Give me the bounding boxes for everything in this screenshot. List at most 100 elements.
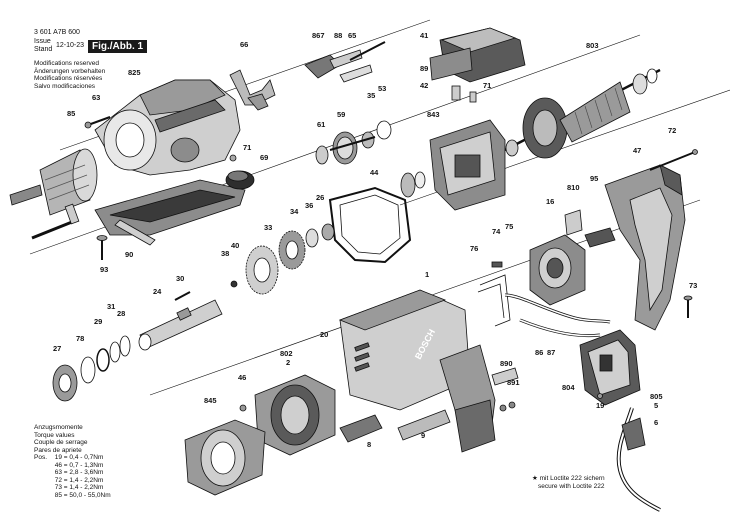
gear-frame [328, 186, 412, 264]
insulation-sheets [339, 409, 451, 443]
part-label-16: 16 [546, 197, 554, 206]
bearing-housing [400, 119, 506, 211]
part-label-20: 20 [320, 330, 328, 339]
part-label-36: 36 [305, 201, 313, 210]
part-label-63: 63 [92, 93, 100, 102]
part-label-89: 89 [420, 64, 428, 73]
torque-row: 85 = 50,0 - 55,0Nm [34, 492, 111, 500]
torque-value: 0,4 - 0,7Nm [69, 454, 104, 461]
part-label-9: 9 [421, 431, 425, 440]
part-label-26: 26 [316, 193, 324, 202]
fan-baffle [184, 419, 266, 496]
torque-equals: = [62, 476, 70, 484]
torque-position: 63 [54, 469, 62, 476]
part-label-88: 88 [334, 31, 342, 40]
part-label-804: 804 [562, 383, 575, 392]
part-label-5: 5 [654, 401, 658, 410]
part-label-87: 87 [547, 348, 555, 357]
torque-value: 1,4 - 2,2Nm [69, 476, 104, 484]
figure-label: Fig./Abb. 1 [88, 40, 148, 53]
chuck-key [31, 203, 80, 240]
torque-value: 50,0 - 55,0Nm [69, 491, 111, 499]
part-label-1: 1 [425, 270, 429, 279]
brush-cover [429, 27, 526, 103]
issue-date: 12-10-23 [56, 42, 85, 49]
part-label-90: 90 [125, 250, 133, 259]
part-label-44: 44 [370, 168, 379, 177]
part-label-28: 28 [117, 309, 125, 318]
part-label-803: 803 [586, 41, 599, 50]
torque-prefix: Pos. [34, 454, 48, 461]
torque-value: 2,8 - 3,6Nm [69, 469, 104, 476]
part-label-805: 805 [650, 392, 663, 401]
torque-title: Couple de serrage [34, 439, 88, 446]
side-handle-bracket [94, 179, 246, 246]
part-label-30: 30 [176, 274, 184, 283]
switch-slider-parts [304, 41, 386, 83]
main-gear-stack [230, 223, 335, 295]
torque-row: 46 = 0,7 - 1,3Nm [34, 462, 111, 470]
part-label-24: 24 [153, 287, 162, 296]
part-label-69: 69 [260, 153, 268, 162]
torque-value: 0,7 - 1,3Nm [69, 461, 104, 469]
issue-label: Issue [34, 38, 51, 45]
drill-chuck [9, 148, 98, 216]
screw-73 [683, 295, 693, 318]
torque-equals: = [62, 484, 70, 491]
field-coil [239, 374, 336, 456]
wire-parts [477, 261, 511, 327]
part-label-53: 53 [378, 84, 386, 93]
torque-equals: = [62, 469, 70, 476]
part-label-825: 825 [128, 68, 141, 77]
part-label-867: 867 [312, 31, 325, 40]
brush-holder [529, 209, 616, 306]
screw-93 [96, 235, 108, 260]
part-label-73: 73 [689, 281, 697, 290]
part-label-47: 47 [633, 146, 641, 155]
intermediate-gear-set [315, 120, 392, 165]
part-label-59: 59 [337, 110, 345, 119]
modifications-line: Modifications réservées [34, 75, 103, 82]
part-label-66: 66 [240, 40, 248, 49]
loctite-note: ★ mit Loctite 222 sichern secure with Lo… [532, 475, 605, 490]
screw-63 [84, 116, 111, 129]
part-label-76: 76 [470, 244, 478, 253]
part-label-8: 8 [367, 440, 371, 449]
rear-handle [604, 164, 686, 331]
modifications-line: Änderungen vorbehalten [34, 67, 106, 75]
part-label-890: 890 [500, 359, 513, 368]
part-label-93: 93 [100, 265, 108, 274]
part-label-42: 42 [420, 81, 428, 90]
part-label-843: 843 [427, 110, 440, 119]
selector-fork [229, 69, 276, 111]
stand-label: Stand [34, 46, 53, 53]
part-label-34: 34 [290, 207, 299, 216]
torque-title: Anzugsmomente [34, 424, 83, 431]
loctite-line: secure with Loctite 222 [538, 482, 605, 490]
part-label-95: 95 [590, 174, 598, 183]
part-label-41: 41 [420, 31, 428, 40]
modifications-line: Modifications reserved [34, 60, 100, 67]
torque-position: 73 [54, 484, 62, 491]
document-number: 3 601 A7B 600 [34, 29, 80, 36]
torque-equals: = [62, 454, 70, 461]
part-label-40: 40 [231, 241, 239, 250]
part-label-46: 46 [238, 373, 246, 382]
part-label-802: 802 [280, 349, 293, 358]
part-label-35: 35 [367, 91, 375, 100]
part-label-72: 72 [668, 126, 676, 135]
torque-position: 19 [54, 454, 62, 461]
modifications-line: Salvo modificaciones [34, 82, 96, 90]
part-label-38: 38 [221, 249, 229, 258]
torque-equals: = [62, 491, 70, 499]
bearing-and-rings [52, 335, 131, 402]
part-label-19: 19 [596, 401, 604, 410]
torque-row: 63 = 2,8 - 3,6Nm [34, 469, 111, 477]
screw-72 [649, 149, 698, 171]
connection-cable [504, 293, 611, 338]
part-label-75: 75 [505, 222, 513, 231]
part-label-33: 33 [264, 223, 272, 232]
